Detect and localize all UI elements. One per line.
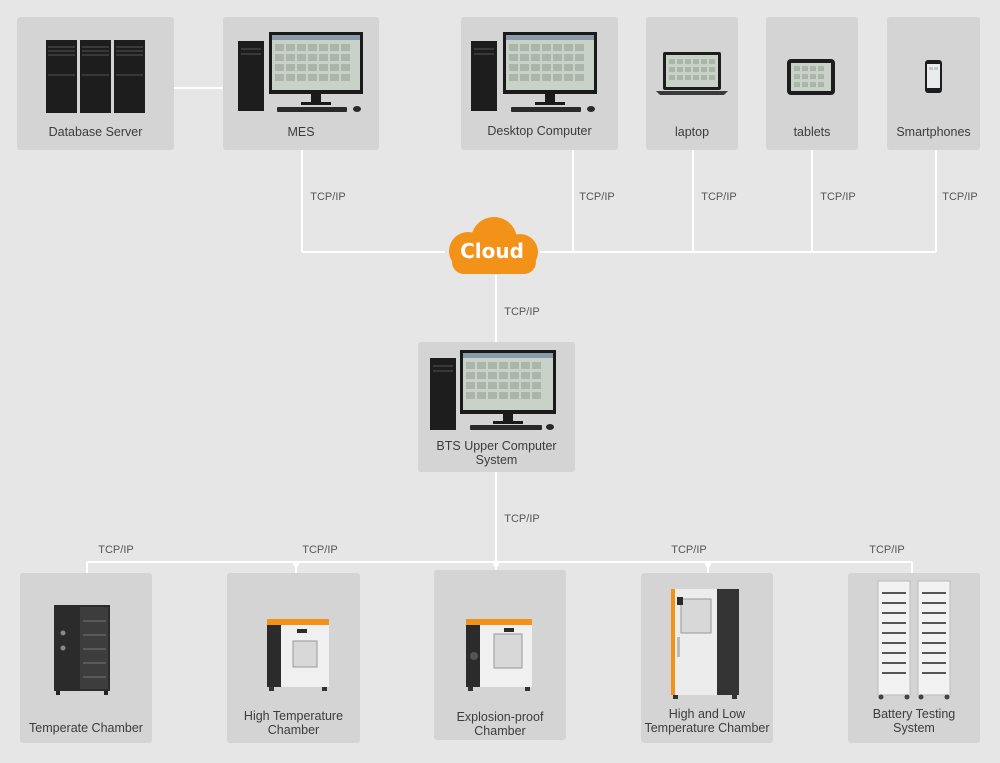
battery-testing-system-card: Battery Testing System [848, 573, 980, 743]
tablets-label: tablets [793, 125, 831, 139]
tcp-label-high-temp: TCP/IP [302, 544, 338, 556]
highlow-label-line2: Temperature Chamber [644, 721, 770, 735]
high-low-temperature-chamber-card: High and Low Temperature Chamber [641, 573, 773, 743]
tcp-label-bts-bus: TCP/IP [504, 513, 540, 525]
laptop-icon [656, 52, 728, 95]
highlow-label-line1: High and Low [668, 707, 746, 721]
desktop-pc-icon [238, 32, 363, 112]
junction-dot [493, 561, 499, 567]
desktop-pc-icon [430, 350, 556, 430]
explosion-label-line1: Explosion-proof [456, 710, 544, 724]
laptop-label: laptop [674, 125, 710, 139]
cloud-icon [449, 217, 538, 274]
junction-dot [293, 561, 299, 567]
temperate-chamber-card: Temperate Chamber [20, 573, 152, 743]
bts-label-line2: System [475, 453, 518, 467]
smartphone-icon [925, 60, 942, 93]
cloud-node: Cloud [438, 216, 546, 278]
tcp-label-laptop: TCP/IP [701, 191, 737, 203]
tcp-label-battery: TCP/IP [869, 544, 905, 556]
cloud-label: Cloud [460, 239, 524, 263]
chamber-icon [671, 589, 739, 699]
high-temp-label-line2: Chamber [267, 723, 320, 737]
desktop-pc-icon [471, 32, 597, 112]
bts-label-line1: BTS Upper Computer [436, 439, 557, 453]
tcp-label-highlow: TCP/IP [671, 544, 707, 556]
chamber-icon [54, 605, 110, 695]
tablets-card: tablets [766, 17, 858, 150]
database-server-card: Database Server [17, 17, 174, 150]
explosion-label-line2: Chamber [474, 724, 526, 738]
chamber-icon [466, 619, 532, 691]
smartphones-card: Smartphones [887, 17, 980, 150]
high-temperature-chamber-card: High Temperature Chamber [227, 573, 360, 743]
tcp-label-smartphones: TCP/IP [942, 191, 978, 203]
battery-label-line1: Battery Testing [872, 707, 956, 721]
laptop-card: laptop [646, 17, 738, 150]
bts-upper-computer-card: BTS Upper Computer System [418, 342, 575, 472]
chamber-icon [267, 619, 329, 691]
junction-dot [705, 561, 711, 567]
battery-label-line2: System [893, 721, 935, 735]
tcp-label-desktop: TCP/IP [579, 191, 615, 203]
tablet-icon [787, 59, 835, 95]
battery-rack-icon [877, 580, 951, 700]
tcp-label-temperate: TCP/IP [98, 544, 134, 556]
server-rack-icon [46, 40, 145, 113]
smartphones-label: Smartphones [896, 125, 971, 139]
desktop-computer-label: Desktop Computer [487, 124, 592, 138]
tcp-label-mes: TCP/IP [310, 191, 346, 203]
mes-label: MES [287, 125, 315, 139]
mes-card: MES [223, 17, 379, 150]
explosion-proof-chamber-card: Explosion-proof Chamber [434, 570, 566, 740]
desktop-computer-card: Desktop Computer [461, 17, 618, 150]
high-temp-label-line1: High Temperature [243, 709, 344, 723]
tcp-label-tablets: TCP/IP [820, 191, 856, 203]
database-server-label: Database Server [48, 125, 143, 139]
tcp-label-cloud-bts: TCP/IP [504, 306, 540, 318]
temperate-chamber-label: Temperate Chamber [29, 721, 143, 735]
